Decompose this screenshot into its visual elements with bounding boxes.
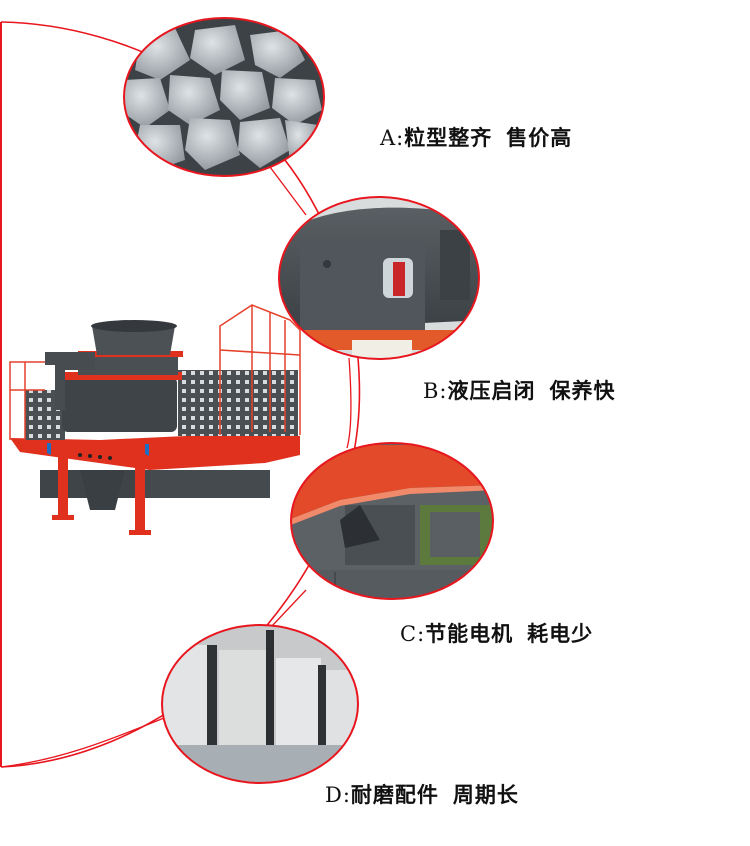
connector-line (271, 589, 307, 627)
feature-key: A: (380, 126, 405, 150)
connector-line (0, 717, 165, 768)
feature-subtitle: 保养快 (549, 379, 616, 403)
crushed-stone-aggregate-photo (123, 17, 325, 177)
feature-label-d: D:耐磨配件周期长 (325, 779, 519, 809)
feature-title: 液压启闭 (447, 379, 536, 403)
connector-line (269, 166, 307, 216)
feature-subtitle: 耗电少 (527, 622, 594, 646)
energy-saving-motor-photo (290, 442, 494, 600)
wear-resistant-parts-photo (161, 624, 359, 784)
feature-subtitle: 周期长 (452, 783, 519, 807)
feature-label-c: C:节能电机耗电少 (400, 618, 593, 648)
feature-title: 节能电机 (425, 622, 514, 646)
feature-label-a: A:粒型整齐售价高 (380, 122, 572, 152)
hydraulic-cover-opening-photo (278, 196, 480, 360)
feature-label-b: B:液压启闭保养快 (423, 375, 616, 405)
feature-key: D: (325, 783, 351, 807)
vertical-shaft-impact-sand-maker-photo (9, 304, 301, 535)
feature-key: C: (400, 622, 426, 646)
feature-title: 耐磨配件 (350, 783, 439, 807)
feature-title: 粒型整齐 (404, 126, 493, 150)
connector-line (346, 357, 352, 449)
feature-key: B: (423, 379, 448, 403)
feature-subtitle: 售价高 (506, 126, 573, 150)
